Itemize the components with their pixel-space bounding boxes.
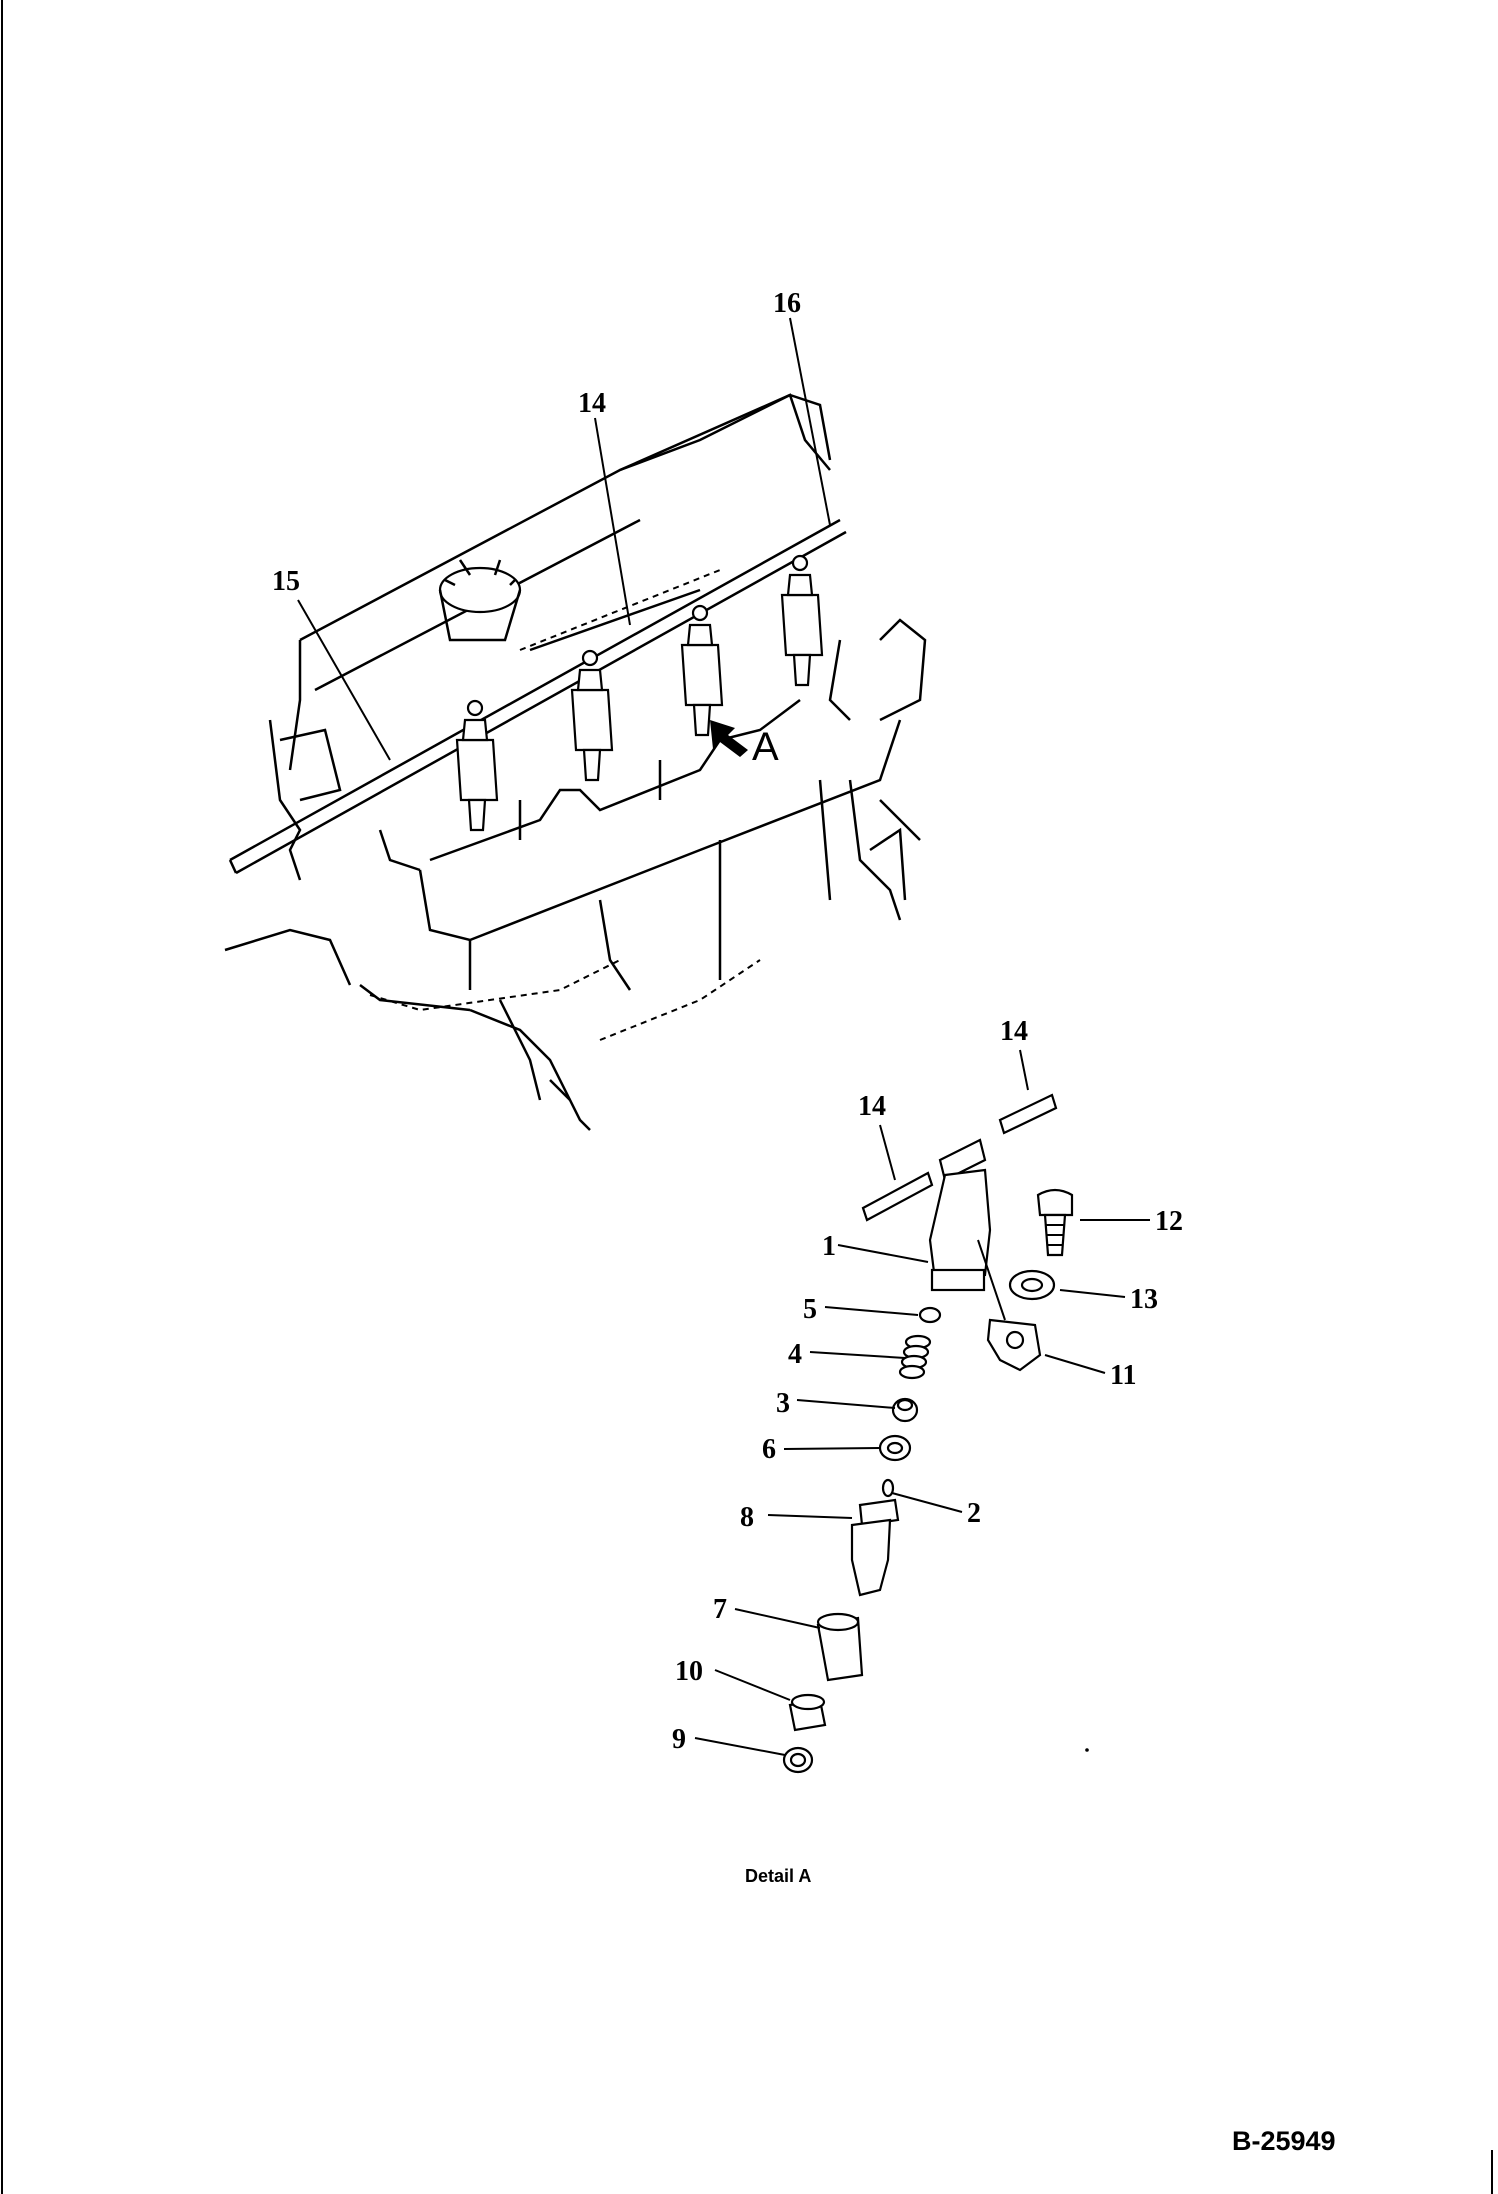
callout-15: 15 [272, 566, 300, 597]
callout-2: 2 [967, 1498, 981, 1529]
callout-11: 11 [1110, 1360, 1136, 1391]
injector-row [455, 554, 824, 832]
main-leader-lines [297, 317, 831, 761]
callout-6: 6 [762, 1434, 776, 1465]
detail-caption: Detail A [745, 1866, 811, 1886]
callout-8: 8 [740, 1502, 754, 1533]
callout-12: 12 [1155, 1206, 1183, 1237]
callout-1: 1 [822, 1231, 836, 1262]
fuel-return-pipe [228, 518, 847, 875]
callout-3: 3 [776, 1388, 790, 1419]
callout-9: 9 [672, 1724, 686, 1755]
drawing-number: B-25949 [1232, 2126, 1336, 2156]
callout-13: 13 [1130, 1284, 1158, 1315]
callout-5: 5 [803, 1294, 817, 1325]
callout-14-detail-left: 14 [858, 1091, 886, 1122]
view-arrow-a: A [710, 720, 779, 769]
engine-block-drawing [224, 393, 927, 1131]
callout-14-pipe-main: 14 [578, 388, 606, 419]
detail-leader-lines [694, 1049, 1150, 1756]
stray-dot [1085, 1748, 1089, 1752]
view-marker-label: A [752, 725, 779, 769]
detail-a-exploded-view [782, 1093, 1074, 1774]
callout-10: 10 [675, 1656, 703, 1687]
callout-16: 16 [773, 288, 801, 319]
callout-7: 7 [713, 1594, 727, 1625]
callout-4: 4 [788, 1339, 802, 1370]
callout-14-detail-right: 14 [1000, 1016, 1028, 1047]
